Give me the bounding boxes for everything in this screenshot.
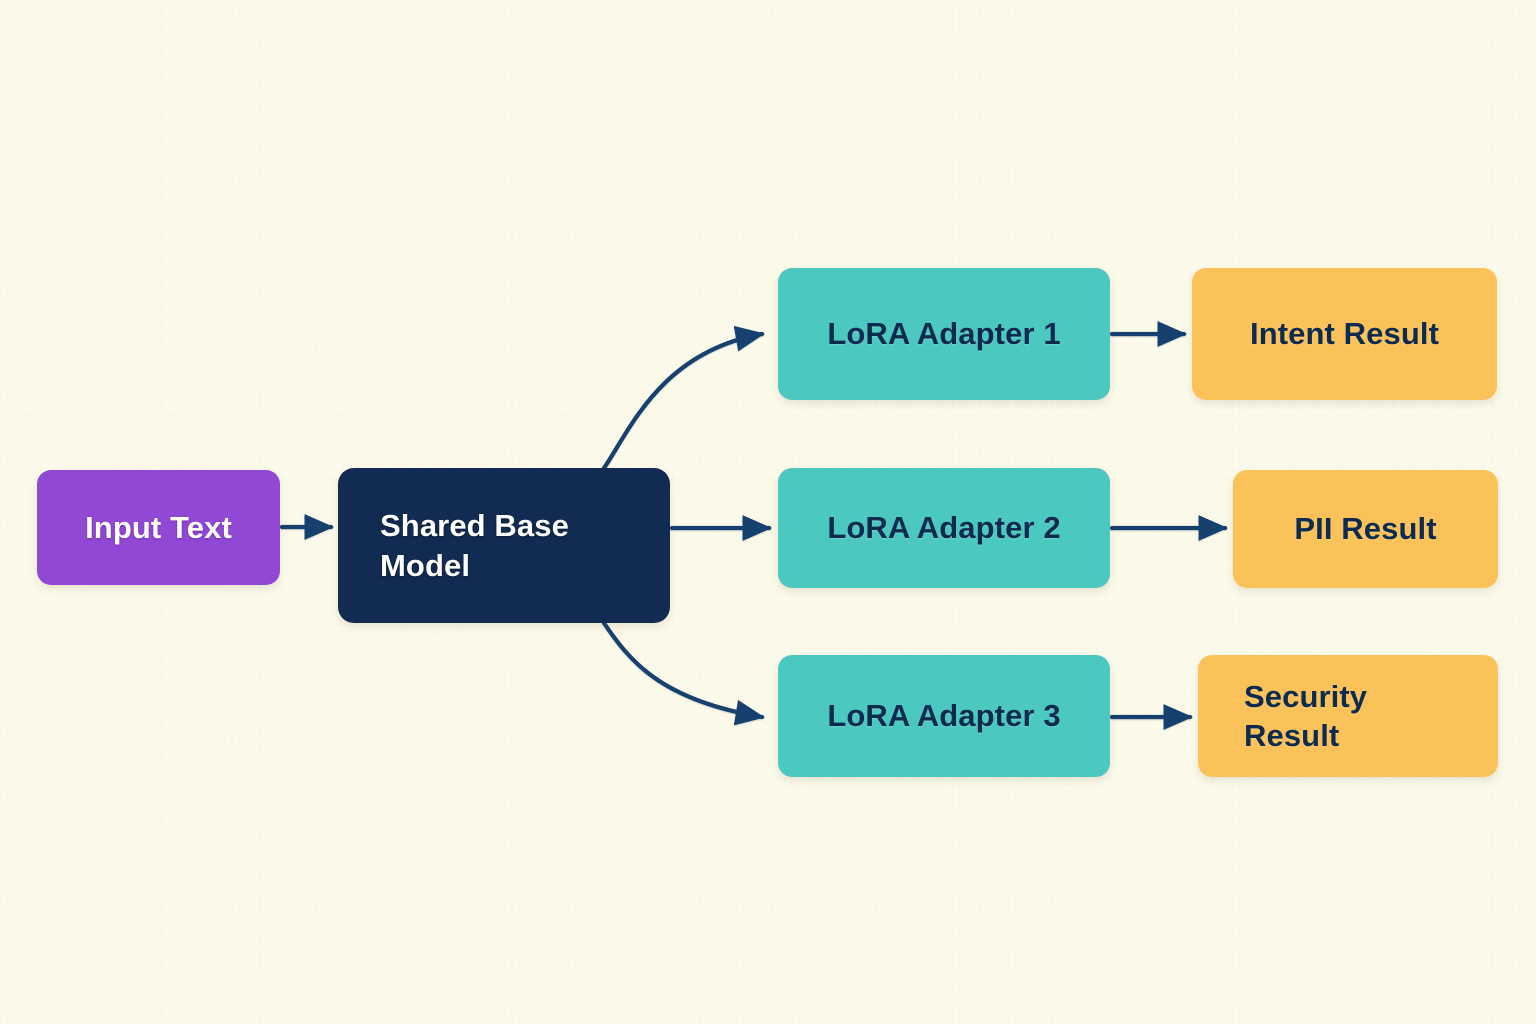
node-shared-base-model[interactable]: Shared Base Model [338, 468, 670, 623]
node-pii-result[interactable]: PII Result [1233, 470, 1498, 588]
node-shared-base-model-label: Shared Base Model [380, 508, 569, 583]
node-lora-adapter-3-label: LoRA Adapter 3 [827, 698, 1061, 734]
node-lora-adapter-2-label: LoRA Adapter 2 [827, 510, 1061, 546]
node-input-text-label: Input Text [85, 509, 232, 545]
edge-base-to-adapter-3 [601, 620, 765, 726]
node-lora-adapter-2[interactable]: LoRA Adapter 2 [778, 468, 1110, 588]
node-security-result-label: Security Result [1244, 678, 1368, 753]
node-lora-adapter-3[interactable]: LoRA Adapter 3 [778, 655, 1110, 777]
node-lora-adapter-1[interactable]: LoRA Adapter 1 [778, 268, 1110, 400]
node-pii-result-label: PII Result [1294, 511, 1437, 547]
node-input-text[interactable]: Input Text [37, 470, 280, 585]
node-intent-result-label: Intent Result [1249, 316, 1440, 352]
node-security-result[interactable]: Security Result [1198, 655, 1498, 777]
edge-base-to-adapter-1 [601, 325, 765, 471]
node-lora-adapter-1-label: LoRA Adapter 1 [827, 316, 1061, 352]
node-intent-result[interactable]: Intent Result [1192, 268, 1497, 400]
